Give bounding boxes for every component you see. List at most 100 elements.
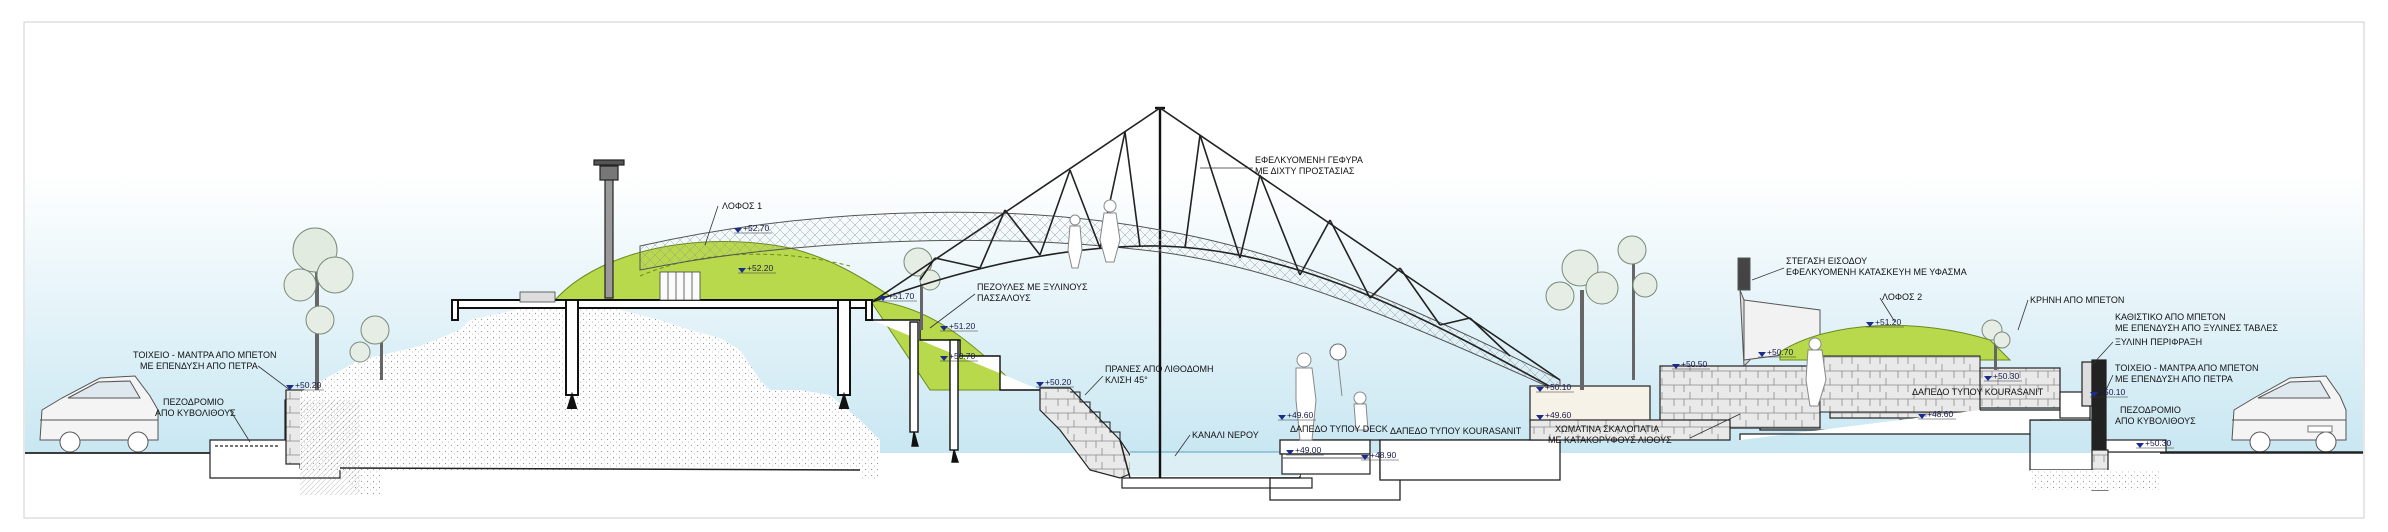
deck-pool <box>1281 453 1371 475</box>
level-arrow-icon <box>1866 322 1874 327</box>
person-hill-2 <box>1805 337 1827 407</box>
label-wall-left: ΤΟΙΧΕΙΟ - ΜΑΝΤΡΑ ΑΠΟ ΜΠΕΤΟΝ ΜΕ ΕΠΕΝΔΥΣΗ … <box>133 350 291 391</box>
label-wall-right-line1: ΤΟΙΧΕΙΟ - ΜΑΝΤΡΑ ΑΠΟ ΜΠΕΤΟΝ <box>2115 363 2259 373</box>
level-text: +50.10 <box>2099 387 2126 397</box>
label-canal: ΚΑΝΑΛΙ ΝΕΡΟΥ <box>1174 430 1259 457</box>
level-arrow-icon <box>2090 392 2098 397</box>
level-arrow-icon <box>1361 455 1369 460</box>
level-arrow-icon <box>1278 415 1286 420</box>
level-marker-bench: +50.30 <box>1984 371 2022 382</box>
level-marker-slope-top: +50.20 <box>1036 377 1074 388</box>
label-bridge-line1: ΕΦΕΛΚΥΟΜΕΝΗ ΓΕΦΥΡΑ <box>1255 155 1363 165</box>
level-text: +52.20 <box>747 263 774 273</box>
level-marker-hill1-mid: +52.20 <box>738 263 776 274</box>
label-kourasanit-1: ΔΑΠΕΔΟ ΤΥΠΟΥ KOURASANIT <box>1390 426 1522 436</box>
label-fountain-text: ΚΡΗΝΗ ΑΠΟ ΜΠΕΤΟΝ <box>2030 295 2124 305</box>
label-fountain: ΚΡΗΝΗ ΑΠΟ ΜΠΕΤΟΝ <box>2017 295 2124 331</box>
level-marker-wall-right: +50.10 <box>2090 387 2128 398</box>
level-marker-deck-left: +51.70 <box>879 291 917 302</box>
hill-2-wall <box>1819 355 1981 413</box>
label-wall-left-line1: ΤΟΙΧΕΙΟ - ΜΑΝΤΡΑ ΑΠΟ ΜΠΕΤΟΝ <box>133 350 277 360</box>
level-arrow-icon <box>940 326 948 331</box>
level-text: +49.00 <box>1295 445 1322 455</box>
hill-1-fence <box>519 271 701 303</box>
label-railing: ΞΥΛΙΝΗ ΠΕΡΙΦΡΑΞΗ <box>2091 337 2202 366</box>
label-wall-left-line2: ΜΕ ΕΠΕΝΔΥΣΗ ΑΠΟ ΠΕΤΡΑ <box>140 361 258 371</box>
level-arrow-icon <box>1758 352 1766 357</box>
level-text: +48.60 <box>1927 409 1954 419</box>
level-arrow-icon <box>286 385 294 390</box>
level-text: +50.30 <box>2145 438 2172 448</box>
label-sidewalk-right-line1: ΠΕΖΟΔΡΟΜΙΟ <box>2120 405 2181 415</box>
level-marker-kour1-a: +50.10 <box>1536 382 1574 393</box>
level-marker-hill1-top: +52.70 <box>734 223 772 234</box>
car-right <box>2231 375 2347 453</box>
label-deck-text: ΔΑΠΕΔΟ ΤΥΠΟΥ DECK <box>1290 424 1388 434</box>
tree-middle-right <box>1545 235 1658 390</box>
level-arrow-icon <box>1286 450 1294 455</box>
label-poles-line2: ΠΑΣΣΑΛΟΥΣ <box>977 293 1031 303</box>
label-sidewalk-left-line2: ΑΠΟ ΚΥΒΟΛΙΘΟΥΣ <box>155 408 236 418</box>
level-text: +51.20 <box>949 321 976 331</box>
level-text: +50.20 <box>1045 377 1072 387</box>
level-text: +50.50 <box>1681 359 1708 369</box>
level-arrow-icon <box>1672 364 1680 369</box>
stone-slope <box>1039 387 1141 479</box>
level-marker-kour1-b: +49.60 <box>1536 410 1574 421</box>
level-arrow-icon <box>1536 387 1544 392</box>
people-on-bridge <box>1067 199 1121 269</box>
label-wall-right-line2: ΜΕ ΕΠΕΝΔΥΣΗ ΑΠΟ ΠΕΤΡΑ <box>2115 374 2233 384</box>
water-canal <box>1119 439 1313 489</box>
level-text: +50.10 <box>1545 382 1572 392</box>
terrain-right <box>2030 470 2160 490</box>
label-hill-2: ΛΟΦΟΣ 2 <box>1879 292 1922 323</box>
label-stairs-line1: ΧΩΜΑΤΙΝΑ ΣΚΑΛΟΠΑΤΙΑ <box>1555 424 1659 434</box>
level-arrow-icon <box>1536 415 1544 420</box>
level-text: +50.70 <box>949 351 976 361</box>
level-text: +49.60 <box>1287 410 1314 420</box>
level-text: +52.70 <box>743 223 770 233</box>
label-kourasanit-2: ΔΑΠΕΔΟ ΤΥΠΟΥ KOURASANIT <box>1912 387 2044 397</box>
level-marker-canopy-base: +50.70 <box>1758 347 1796 358</box>
people-plaza <box>1295 343 1369 441</box>
label-canopy-line1: ΣΤΕΓΑΣΗ ΕΙΣΟΔΟΥ <box>1786 256 1867 266</box>
tree-right <box>1981 319 2011 370</box>
level-arrow-icon <box>1918 414 1926 419</box>
level-text: +49.60 <box>1545 410 1572 420</box>
label-canal-text: ΚΑΝΑΛΙ ΝΕΡΟΥ <box>1192 430 1259 440</box>
label-hill-1-text: ΛΟΦΟΣ 1 <box>722 201 762 211</box>
level-marker-kour2: +48.60 <box>1918 409 1956 420</box>
terrain-left <box>300 300 880 495</box>
level-marker-wall-left: +50.20 <box>286 380 324 391</box>
label-canopy: ΣΤΕΓΑΣΗ ΕΙΣΟΔΟΥ ΕΦΕΛΚΥΟΜΕΝΗ ΚΑΤΑΣΚΕΥΗ ΜΕ… <box>1751 256 1967 281</box>
level-arrow-icon <box>734 228 742 233</box>
left-wall-structure <box>209 389 341 479</box>
label-stairs-line2: ΜΕ ΚΑΤΑΚΟΡΥΦΟΥΣ ΛΙΘΟΥΣ <box>1548 435 1672 445</box>
label-poles-line1: ΠΕΖΟΥΛΕΣ ΜΕ ΞΥΛΙΝΟΥΣ <box>977 282 1088 292</box>
label-sidewalk-left: ΠΕΖΟΔΡΟΜΙΟ ΑΠΟ ΚΥΒΟΛΙΘΟΥΣ <box>155 397 251 443</box>
level-text: +48.90 <box>1370 450 1397 460</box>
label-hill-2-text: ΛΟΦΟΣ 2 <box>1882 292 1922 302</box>
tree-hill-1 <box>903 247 941 330</box>
label-kourasanit-2-text: ΔΑΠΕΔΟ ΤΥΠΟΥ KOURASANIT <box>1912 387 2044 397</box>
left-soil-cut <box>300 400 360 495</box>
label-stairs: ΧΩΜΑΤΙΝΑ ΣΚΑΛΟΠΑΤΙΑ ΜΕ ΚΑΤΑΚΟΡΥΦΟΥΣ ΛΙΘΟ… <box>1548 413 1741 445</box>
level-marker-poles-low: +50.70 <box>940 351 978 362</box>
level-arrow-icon <box>738 268 746 273</box>
label-wall-right: ΤΟΙΧΕΙΟ - ΜΑΝΤΡΑ ΑΠΟ ΜΠΕΤΟΝ ΜΕ ΕΠΕΝΔΥΣΗ … <box>2105 363 2259 391</box>
label-slope-line1: ΠΡΑΝΕΣ ΑΠΟ ΛΙΘΟΔΟΜΗ <box>1105 364 1214 374</box>
label-poles: ΠΕΖΟΥΛΕΣ ΜΕ ΞΥΛΙΝΟΥΣ ΠΑΣΣΑΛΟΥΣ <box>929 282 1088 329</box>
level-marker-stairs-top: +50.50 <box>1672 359 1710 370</box>
label-sidewalk-right: ΠΕΖΟΔΡΟΜΙΟ ΑΠΟ ΚΥΒΟΛΙΘΟΥΣ <box>2115 405 2196 426</box>
right-terrace <box>1739 361 2093 440</box>
level-arrow-icon <box>1984 376 1992 381</box>
label-slope: ΠΡΑΝΕΣ ΑΠΟ ΛΙΘΟΔΟΜΗ ΚΛΙΣΗ 45° <box>1084 364 1214 396</box>
label-bench: ΚΑΘΙΣΤΙΚΟ ΑΠΟ ΜΠΕΤΟΝ ΜΕ ΕΠΕΝΔΥΣΗ ΑΠΟ ΞΥΛ… <box>2115 312 2278 333</box>
slope-steps <box>1070 391 1121 442</box>
label-bench-line2: ΜΕ ΕΠΕΝΔΥΣΗ ΑΠΟ ΞΥΛΙΝΕΣ ΤΑΒΛΕΣ <box>2115 323 2278 333</box>
level-marker-pool-deck: +49.00 <box>1286 445 1324 456</box>
level-arrow-icon <box>1036 382 1044 387</box>
label-canopy-line2: ΕΦΕΛΚΥΟΜΕΝΗ ΚΑΤΑΣΚΕΥΗ ΜΕ ΥΦΑΣΜΑ <box>1786 267 1967 277</box>
label-bridge-line2: ΜΕ ΔΙΧΤΥ ΠΡΟΣΤΑΣΙΑΣ <box>1255 166 1355 176</box>
